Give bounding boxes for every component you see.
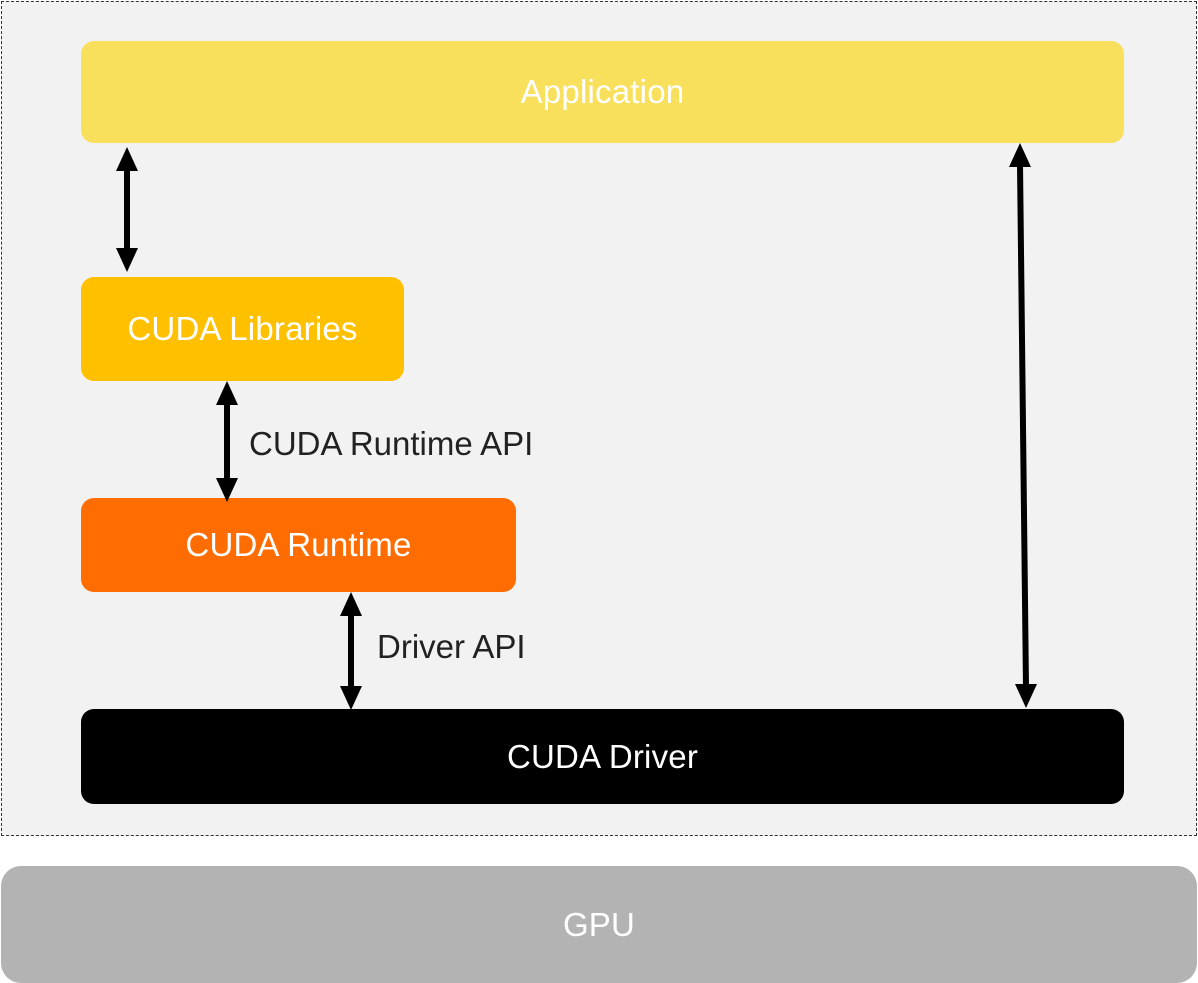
cuda-driver-label: CUDA Driver xyxy=(506,737,699,775)
application-label: Application xyxy=(520,73,685,110)
cuda-runtime-node: CUDA Runtime xyxy=(81,498,516,592)
cuda-runtime-api-label: CUDA Runtime API xyxy=(249,425,534,462)
gpu-label: GPU xyxy=(562,905,636,943)
gpu-node: GPU xyxy=(1,866,1197,983)
application-node: Application xyxy=(81,41,1124,143)
cuda-runtime-label: CUDA Runtime xyxy=(185,526,412,563)
driver-api-label: Driver API xyxy=(377,628,526,665)
cuda-driver-node: CUDA Driver xyxy=(81,709,1124,804)
cuda-libraries-node: CUDA Libraries xyxy=(81,277,404,381)
cuda-libraries-label: CUDA Libraries xyxy=(127,310,358,347)
